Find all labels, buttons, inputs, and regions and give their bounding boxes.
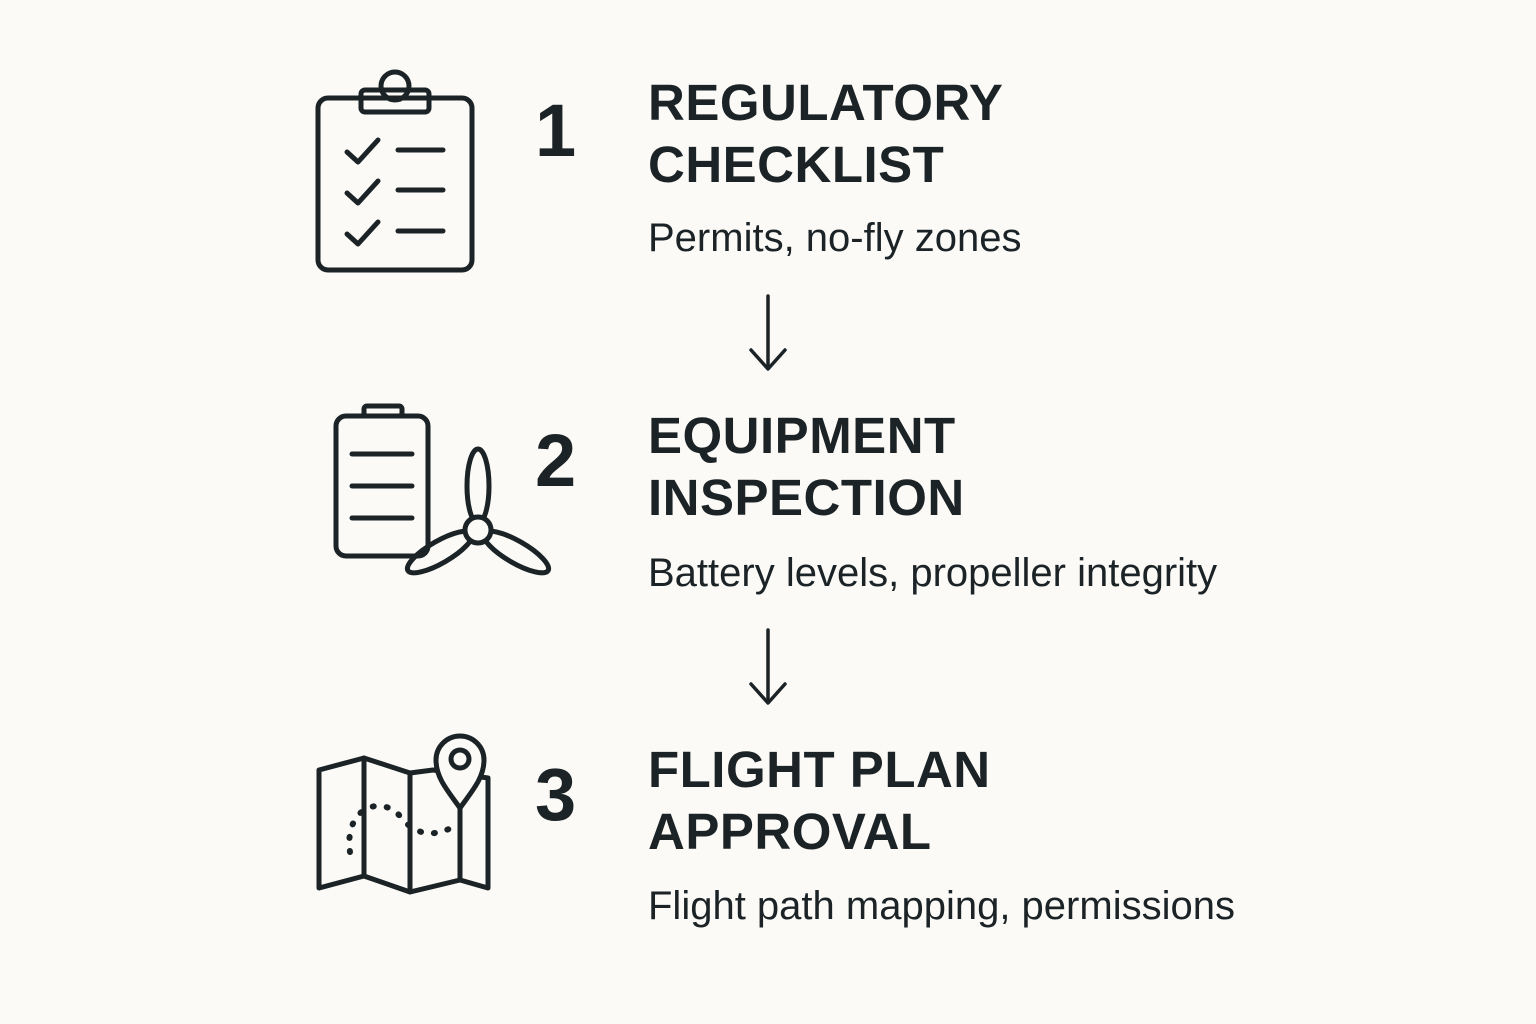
step-title: FLIGHT PLAN APPROVAL [648, 741, 991, 860]
step-title: EQUIPMENT INSPECTION [648, 407, 965, 526]
clipboard-checklist-icon [312, 66, 478, 276]
arrow-down-icon [748, 628, 788, 708]
step-description: Flight path mapping, permissions [648, 884, 1235, 928]
step-description: Permits, no-fly zones [648, 216, 1022, 260]
step-number: 3 [535, 753, 577, 836]
map-pin-icon [312, 726, 498, 898]
step-title: REGULATORY CHECKLIST [648, 74, 1004, 193]
step-description: Battery levels, propeller integrity [648, 551, 1218, 595]
arrow-down-icon [748, 294, 788, 374]
step-number: 1 [535, 89, 577, 172]
step-number: 2 [535, 419, 577, 502]
battery-propeller-icon [330, 402, 556, 584]
